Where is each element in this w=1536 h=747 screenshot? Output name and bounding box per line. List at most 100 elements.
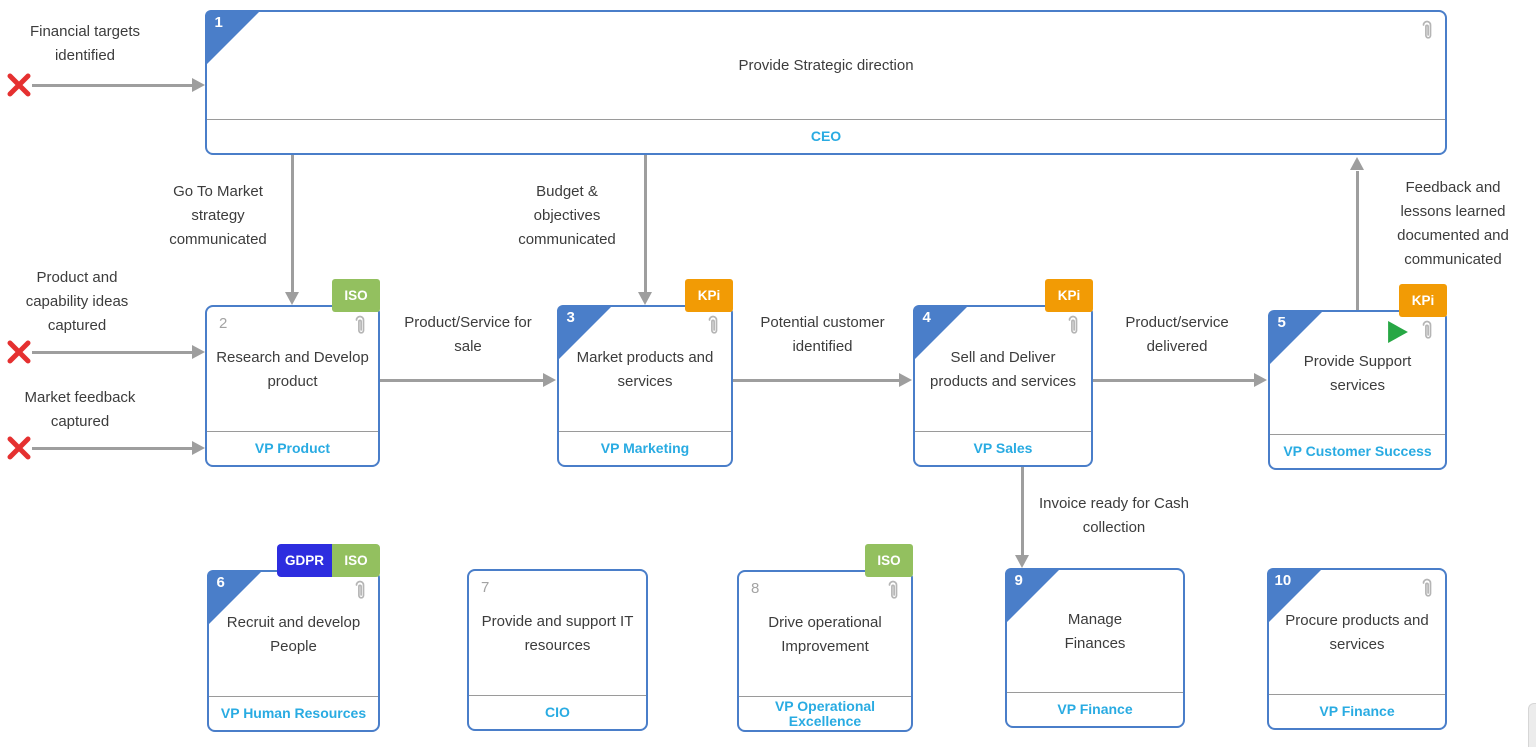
kpi-badge[interactable]: KPi [1045,279,1093,312]
box-title: Sell and Deliver products and services [930,348,1076,390]
paperclip-icon[interactable] [1416,17,1438,45]
process-box-2[interactable]: ISO 2 Research and Develop product VP Pr… [205,279,380,467]
label-go-to-market: Go To Market strategy communicated [169,183,267,248]
box-title: Drive operational Improvement [768,613,882,655]
box-number: 4 [922,308,931,326]
box-number: 9 [1014,571,1023,589]
edge-potential-customer [733,379,899,382]
box-number: 1 [214,13,223,31]
edge-budget-objectives [644,155,647,292]
arrowhead-feedback-lessons [1350,157,1364,170]
error-x-icon[interactable] [6,435,32,461]
box-number: 7 [481,579,490,596]
arrowhead-invoice-ready [1015,555,1029,568]
gdpr-badge[interactable]: GDPR [276,544,332,577]
box-title: Manage Finances [1064,610,1126,652]
process-box-10[interactable]: 10 Procure products and services VP Fina… [1266,567,1447,730]
label-feedback-lessons: Feedback and lessons learned documented … [1397,179,1509,268]
edge-invoice-ready [1021,467,1024,555]
process-box-3[interactable]: KPi 3 Market products and services VP Ma… [556,279,733,467]
role-label: VP Customer Success [1283,443,1432,459]
arrowhead-product-service-delivered [1254,373,1267,387]
box-title: Market products and services [576,348,714,390]
kpi-badge[interactable]: KPi [685,279,733,312]
paperclip-icon[interactable] [1062,312,1084,340]
label-financial-targets: Financial targets identified [29,23,141,64]
box-number: 10 [1274,571,1292,589]
iso-badge[interactable]: ISO [332,544,380,577]
arrowhead-market-feedback [192,441,205,455]
box-role: VP Finance [1269,694,1445,728]
process-box-1[interactable]: 1 Provide Strategic direction CEO [204,9,1447,155]
box-number: 2 [219,315,228,332]
process-box-5[interactable]: KPi 5 Provide Support services VP Custom… [1267,284,1447,470]
label-potential-customer: Potential customer identified [760,314,885,355]
iso-badge[interactable]: ISO [865,544,913,577]
box-number: 6 [216,573,225,591]
error-x-icon[interactable] [6,339,32,365]
box-title: Recruit and develop People [226,613,361,655]
role-label: VP Operational Excellence [774,697,876,729]
box-role: VP Operational Excellence [739,696,911,730]
box-title: Procure products and services [1285,611,1429,653]
arrowhead-financial-targets [192,78,205,92]
role-label: VP Sales [973,440,1033,456]
box-role: VP Sales [915,431,1091,465]
box-role: VP Customer Success [1270,434,1445,468]
edge-product-ideas [32,351,192,354]
process-box-4[interactable]: KPi 4 Sell and Deliver products and serv… [912,279,1093,467]
box-role: VP Marketing [559,431,731,465]
role-label: VP Finance [1057,701,1133,717]
arrowhead-budget-objectives [638,292,652,305]
role-label: VP Finance [1319,703,1395,719]
kpi-badge[interactable]: KPi [1399,284,1447,317]
box-title: Provide Support services [1303,352,1412,394]
box-role: VP Product [207,431,378,465]
process-box-6[interactable]: GDPR ISO 6 Recruit and develop People VP… [206,544,380,732]
arrowhead-product-service-for-sale [543,373,556,387]
label-product-service-for-sale: Product/Service for sale [404,314,532,355]
role-label: VP Human Resources [220,705,367,721]
role-label: VP Marketing [600,440,690,456]
paperclip-icon[interactable] [1416,317,1438,345]
role-label: CIO [545,704,570,720]
play-icon[interactable] [1387,321,1409,343]
error-x-icon[interactable] [6,72,32,98]
label-budget-objectives: Budget & objectives communicated [518,183,616,248]
label-product-ideas: Product and capability ideas captured [25,269,129,334]
edge-market-feedback [32,447,192,450]
box-role: CEO [207,119,1445,153]
edge-product-service-delivered [1093,379,1254,382]
paperclip-icon[interactable] [882,577,904,605]
process-box-8[interactable]: ISO 8 Drive operational Improvement VP O… [737,544,913,732]
edge-go-to-market [291,155,294,292]
paperclip-icon[interactable] [349,577,371,605]
edge-financial-targets [32,84,192,87]
box-number: 5 [1277,313,1286,331]
box-number: 3 [566,308,575,326]
box-title: Provide Strategic direction [738,57,914,74]
process-box-7[interactable]: 7 Provide and support IT resources CIO [467,569,648,731]
paperclip-icon[interactable] [1416,575,1438,603]
edge-feedback-lessons [1356,171,1359,310]
box-number: 8 [751,580,760,597]
edge-product-service-for-sale [380,379,543,382]
box-title: Provide and support IT resources [481,612,634,654]
arrowhead-product-ideas [192,345,205,359]
role-label: CEO [810,128,842,144]
iso-badge[interactable]: ISO [332,279,380,312]
label-product-service-delivered: Product/service delivered [1125,314,1229,355]
arrowhead-potential-customer [899,373,912,387]
label-market-feedback: Market feedback captured [24,389,136,430]
process-box-9[interactable]: 9 Manage Finances VP Finance [1004,567,1185,728]
role-label: VP Product [254,440,331,456]
box-title: Research and Develop product [216,348,369,390]
box-role: VP Human Resources [209,696,378,730]
label-invoice-ready: Invoice ready for Cash collection [1038,495,1190,536]
partial-panel-edge[interactable] [1528,703,1536,747]
box-role: CIO [469,695,646,729]
paperclip-icon[interactable] [702,312,724,340]
paperclip-icon[interactable] [349,312,371,340]
arrowhead-go-to-market [285,292,299,305]
